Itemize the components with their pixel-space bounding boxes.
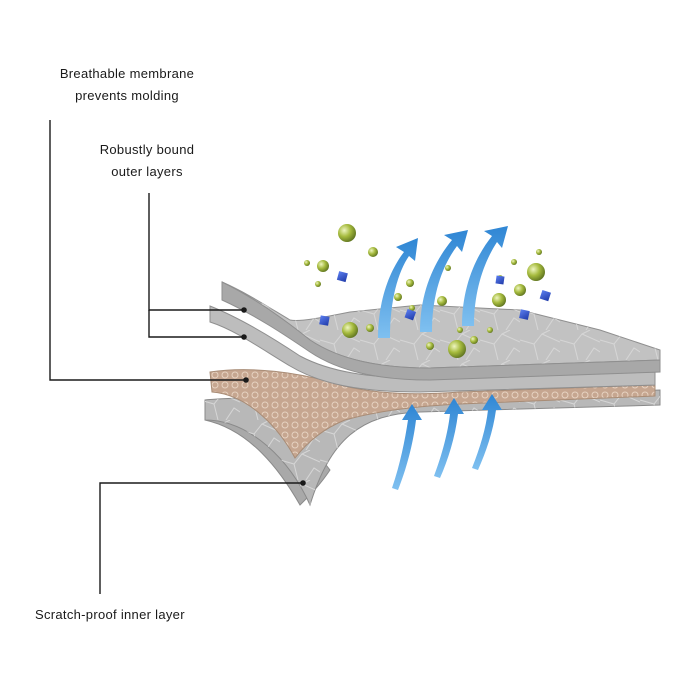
moisture-particles bbox=[304, 224, 545, 358]
label-outer-line2: outer layers bbox=[111, 164, 183, 179]
label-breathable-line1: Breathable membrane bbox=[59, 66, 195, 81]
outer-layer-lower bbox=[209, 305, 656, 393]
dot-outer-upper bbox=[241, 307, 247, 313]
label-inner-layer: Scratch-proof inner layer bbox=[35, 604, 185, 626]
label-outer-line1: Robustly bound bbox=[99, 142, 195, 157]
dot-outer-lower bbox=[241, 334, 247, 340]
leader-lines bbox=[49, 120, 303, 594]
leader-dots bbox=[241, 307, 306, 486]
outer-layer-upper bbox=[221, 281, 661, 381]
label-breathable-line2: prevents molding bbox=[75, 88, 179, 103]
label-outer-layers: Robustly bound outer layers bbox=[82, 139, 212, 183]
label-breathable-membrane: Breathable membrane prevents molding bbox=[42, 63, 212, 107]
leader-breathable bbox=[49, 120, 246, 381]
leader-outer-lower bbox=[148, 310, 244, 338]
odor-particles bbox=[319, 271, 551, 326]
airflow-arrows-lower bbox=[392, 394, 502, 490]
dot-breathable bbox=[243, 377, 249, 383]
label-inner-line1: Scratch-proof inner layer bbox=[35, 607, 185, 622]
airflow-arrows-upper bbox=[378, 226, 508, 338]
dot-inner bbox=[300, 480, 306, 486]
leader-inner bbox=[99, 482, 303, 594]
